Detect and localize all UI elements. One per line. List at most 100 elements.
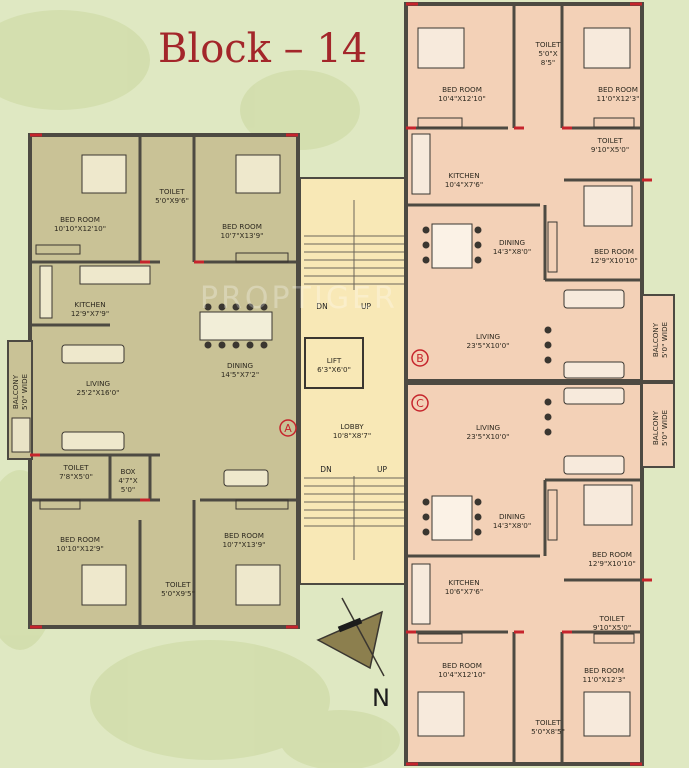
unit-c-dining-size: 14'3"X8'0" <box>493 521 531 530</box>
unit-a-floor <box>28 133 300 629</box>
unit-a-toilet-1-name: TOILET <box>158 187 185 196</box>
unit-c-balcony-size: 5'0" WIDE <box>660 410 669 446</box>
unit-c-living-size: 23'5"X10'0" <box>467 432 510 441</box>
unit-a-bed-1-name: BED ROOM <box>60 215 100 224</box>
unit-c-bed-3-name: BED ROOM <box>584 666 624 675</box>
lift-name: LIFT <box>327 356 342 365</box>
unit-c-bed-1-name: BED ROOM <box>592 550 632 559</box>
unit-a-bed-3-size: 10'10"X12'9" <box>56 544 104 553</box>
unit-c-walls <box>406 478 642 764</box>
unit-c-bed-2-size: 10'4"X12'10" <box>438 670 486 679</box>
unit-b-dining-size: 14'3"X8'0" <box>493 247 531 256</box>
unit-c-toilet-1-size: 9'10"X5'0" <box>593 623 631 632</box>
unit-b-bed-2-name: BED ROOM <box>598 85 638 94</box>
unit-c-dining-name: DINING <box>499 512 525 521</box>
unit-b-bed-3-name: BED ROOM <box>594 247 634 256</box>
north-compass-icon <box>316 597 385 677</box>
unit-a-bed-4-size: 10'7"X13'9" <box>223 540 266 549</box>
unit-a-living-name: LIVING <box>86 379 110 388</box>
unit-a-box-name: BOX <box>121 467 136 476</box>
unit-c-door-marks <box>406 578 652 766</box>
unit-a-toilet-2-name: TOILET <box>62 463 89 472</box>
lift-shaft <box>304 337 364 389</box>
core: DN UP DN UP LIFT 6'3"X6'0" LOBBY 10'8"X8… <box>299 177 409 585</box>
unit-c-bed-1-size: 12'9"X10'10" <box>588 559 636 568</box>
lift-size: 6'3"X6'0" <box>317 365 351 374</box>
unit-b-living-name: LIVING <box>476 332 500 341</box>
lobby-size: 10'8"X8'7" <box>333 431 371 440</box>
stair-bottom-up: UP <box>377 465 387 474</box>
unit-c-toilet-2-size: 5'0"X8'5" <box>531 727 565 736</box>
unit-a-door-marks <box>30 133 298 629</box>
unit-c-kitchen-size: 10'6"X7'6" <box>445 587 483 596</box>
unit-b-toilet-2-size: 9'10"X5'0" <box>591 145 629 154</box>
unit-c-toilet-1-name: TOILET <box>598 614 625 623</box>
unit-a-bed-2-size: 10'7"X13'9" <box>221 231 264 240</box>
marker-a-label: A <box>284 422 292 435</box>
unit-a-toilet-3-name: TOILET <box>164 580 191 589</box>
unit-b-bed-3-size: 12'9"X10'10" <box>590 256 638 265</box>
unit-c-kitchen-name: KITCHEN <box>448 578 479 587</box>
unit-a-toilet-2-size: 7'8"X5'0" <box>59 472 93 481</box>
unit-a-bed-3-name: BED ROOM <box>60 535 100 544</box>
unit-a-furniture <box>11 154 281 606</box>
unit-a-toilet-3-size: 5'0"X9'5" <box>161 589 195 598</box>
stair-top <box>304 200 404 290</box>
unit-b-toilet-2-name: TOILET <box>596 136 623 145</box>
unit-b-walls <box>406 4 642 282</box>
unit-a-dining-size: 14'5"X7'2" <box>221 370 259 379</box>
unit-c-balcony-floor <box>641 382 675 468</box>
unit-a-wardrobes <box>35 244 289 510</box>
unit-a-bed-4-name: BED ROOM <box>224 531 264 540</box>
unit-b-balcony-name: BALCONY <box>651 322 660 357</box>
unit-b-kitchen-size: 10'4"X7'6" <box>445 180 483 189</box>
unit-a-box-size-1: 4'7"X <box>118 476 137 485</box>
unit-c-chairs <box>422 398 552 536</box>
stair-bottom-dn: DN <box>320 465 331 474</box>
unit-b-living-size: 23'5"X10'0" <box>467 341 510 350</box>
unit-c-toilet-2-name: TOILET <box>534 718 561 727</box>
unit-b: BED ROOM 10'4"X12'10" TOILET 5'0"X 8'5" … <box>404 2 675 383</box>
unit-b-bed-2-size: 11'0"X12'3" <box>597 94 640 103</box>
marker-c-label: C <box>416 397 424 410</box>
unit-c: LIVING 23'5"X10'0" BALCONY 5'0" WIDE DIN… <box>404 381 675 766</box>
unit-b-furniture <box>411 27 633 379</box>
stair-bottom <box>304 476 404 560</box>
unit-b-balcony-floor <box>641 294 675 382</box>
north-label: N <box>372 684 390 712</box>
unit-a-balcony-name: BALCONY <box>11 374 20 409</box>
block-title: Block – 14 <box>158 26 367 72</box>
unit-a-balcony-size: 5'0" WIDE <box>20 374 29 410</box>
unit-c-living-name: LIVING <box>476 423 500 432</box>
watermark: PROPTIGER <box>200 281 398 316</box>
unit-b-toilet-1-size-1: 5'0"X <box>538 49 557 58</box>
marker-a: A <box>279 419 297 437</box>
stair-top-dn: DN <box>316 302 327 311</box>
unit-a-box-size-2: 5'0" <box>121 485 135 494</box>
unit-b-door-marks <box>406 2 652 182</box>
unit-a-dining-name: DINING <box>227 361 253 370</box>
unit-a-toilet-1-size: 5'0"X9'6" <box>155 196 189 205</box>
lobby-name: LOBBY <box>340 422 364 431</box>
unit-c-bed-2-name: BED ROOM <box>442 661 482 670</box>
unit-c-wardrobes <box>417 489 635 644</box>
unit-a-kitchen-size: 12'9"X7'9" <box>71 309 109 318</box>
unit-b-bed-1-name: BED ROOM <box>442 85 482 94</box>
unit-b-balcony-size: 5'0" WIDE <box>660 322 669 358</box>
unit-b-toilet-1-size-2: 8'5" <box>541 58 555 67</box>
unit-b-dining-name: DINING <box>499 238 525 247</box>
marker-c: C <box>411 394 429 412</box>
unit-a-bed-1-size: 10'10"X12'10" <box>54 224 106 233</box>
unit-b-chairs <box>422 226 552 364</box>
unit-a: BED ROOM 10'10"X12'10" TOILET 5'0"X9'6" … <box>7 133 300 629</box>
unit-a-kitchen-name: KITCHEN <box>74 300 105 309</box>
unit-c-bed-3-size: 11'0"X12'3" <box>583 675 626 684</box>
unit-b-kitchen-name: KITCHEN <box>448 171 479 180</box>
marker-b: B <box>411 349 429 367</box>
unit-a-bed-2-name: BED ROOM <box>222 222 262 231</box>
unit-b-bed-1-size: 10'4"X12'10" <box>438 94 486 103</box>
unit-b-wardrobes <box>417 117 635 273</box>
unit-a-chairs <box>204 303 268 349</box>
unit-a-living-size: 25'2"X16'0" <box>77 388 120 397</box>
